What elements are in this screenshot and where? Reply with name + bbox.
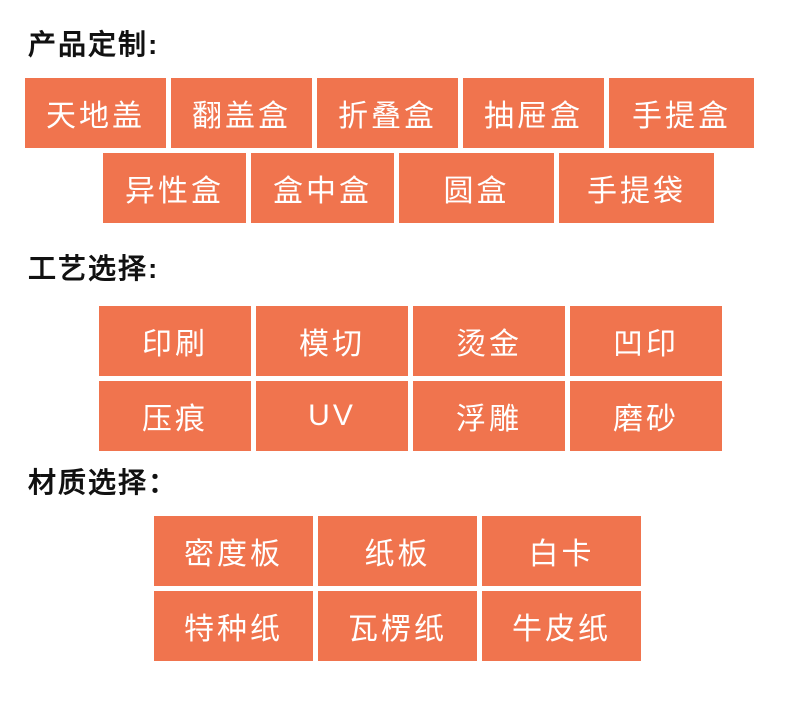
product-option-shou-ti-he[interactable]: 手提盒 xyxy=(609,78,754,148)
product-option-chou-ti-he[interactable]: 抽屉盒 xyxy=(463,78,604,148)
section-title-material-select: 材质选择： xyxy=(28,467,179,498)
material-select-section: 材质选择： 密度板 纸板 白卡 特种纸 瓦楞纸 牛皮纸 xyxy=(0,466,790,661)
product-button-row-2: 异性盒 盒中盒 圆盒 手提袋 xyxy=(103,153,790,223)
process-option-ao-yin[interactable]: 凹印 xyxy=(570,306,722,376)
product-button-row-1: 天地盖 翻盖盒 折叠盒 抽屉盒 手提盒 xyxy=(25,78,790,148)
material-button-row-2: 特种纸 瓦楞纸 牛皮纸 xyxy=(154,591,790,661)
product-option-he-zhong-he[interactable]: 盒中盒 xyxy=(251,153,394,223)
process-option-fu-diao[interactable]: 浮雕 xyxy=(413,381,565,451)
process-button-row-1: 印刷 模切 烫金 凹印 xyxy=(99,306,790,376)
product-custom-section: 产品定制: 天地盖 翻盖盒 折叠盒 抽屉盒 手提盒 异性盒 盒中盒 圆盒 手提袋 xyxy=(0,28,790,223)
material-option-wa-leng-zhi[interactable]: 瓦楞纸 xyxy=(318,591,477,661)
material-option-zhi-ban[interactable]: 纸板 xyxy=(318,516,477,586)
material-option-te-zhong-zhi[interactable]: 特种纸 xyxy=(154,591,313,661)
process-option-tang-jin[interactable]: 烫金 xyxy=(413,306,565,376)
process-option-mo-qie[interactable]: 模切 xyxy=(256,306,408,376)
product-option-tian-di-gai[interactable]: 天地盖 xyxy=(25,78,166,148)
process-select-section: 工艺选择: 印刷 模切 烫金 凹印 压痕 UV 浮雕 磨砂 xyxy=(0,252,790,451)
process-option-ya-hen[interactable]: 压痕 xyxy=(99,381,251,451)
process-button-row-2: 压痕 UV 浮雕 磨砂 xyxy=(99,381,790,451)
product-option-yi-xing-he[interactable]: 异性盒 xyxy=(103,153,246,223)
process-option-yin-shua[interactable]: 印刷 xyxy=(99,306,251,376)
product-option-shou-ti-dai[interactable]: 手提袋 xyxy=(559,153,714,223)
section-title-product-custom: 产品定制: xyxy=(28,29,160,60)
product-option-zhe-die-he[interactable]: 折叠盒 xyxy=(317,78,458,148)
material-option-niu-pi-zhi[interactable]: 牛皮纸 xyxy=(482,591,641,661)
material-option-mi-du-ban[interactable]: 密度板 xyxy=(154,516,313,586)
product-option-yuan-he[interactable]: 圆盒 xyxy=(399,153,554,223)
section-title-process-select: 工艺选择: xyxy=(28,253,160,284)
material-button-row-1: 密度板 纸板 白卡 xyxy=(154,516,790,586)
process-option-mo-sha[interactable]: 磨砂 xyxy=(570,381,722,451)
material-option-bai-ka[interactable]: 白卡 xyxy=(482,516,641,586)
product-option-fan-gai-he[interactable]: 翻盖盒 xyxy=(171,78,312,148)
process-option-uv[interactable]: UV xyxy=(256,381,408,451)
